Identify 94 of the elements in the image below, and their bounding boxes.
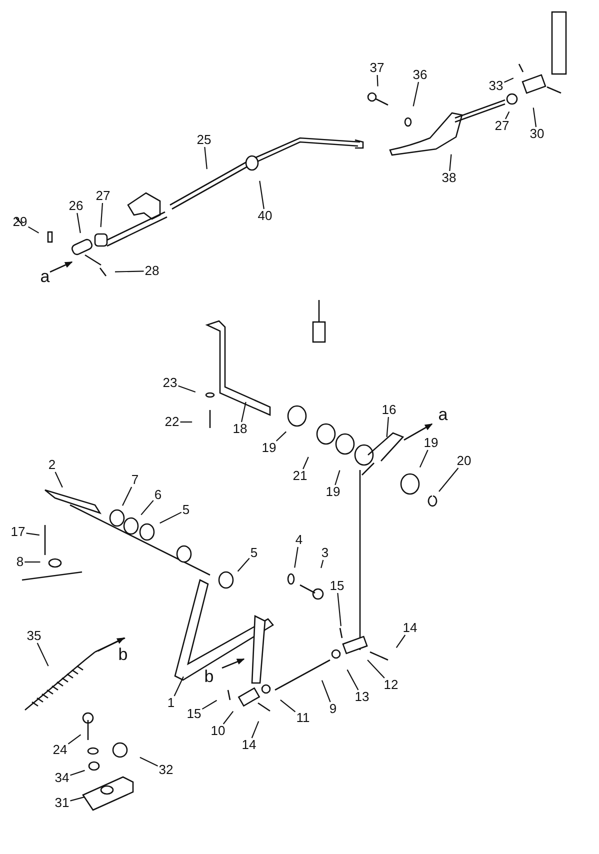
leader-line: [36, 642, 49, 666]
callout-number: 40: [256, 209, 274, 223]
leader-line: [386, 416, 389, 438]
leader-line: [376, 74, 378, 86]
leader-line: [280, 700, 296, 712]
leader-line: [367, 660, 385, 678]
callout-number: 31: [54, 796, 70, 810]
leader-line: [140, 500, 154, 516]
callout-number: 22: [164, 415, 180, 429]
leader-line: [204, 146, 208, 170]
callout-number: 11: [295, 711, 311, 725]
callout-number: 20: [456, 454, 472, 468]
callout-number: 10: [210, 724, 226, 738]
leader-line: [68, 734, 82, 744]
connection-letter: b: [118, 646, 128, 664]
callout-number: 19: [324, 485, 342, 499]
leader-line: [70, 796, 85, 802]
callout-number: 14: [402, 621, 418, 635]
leader-line: [449, 154, 452, 172]
leader-line: [174, 676, 184, 696]
leader-line: [438, 468, 459, 492]
connection-letter: a: [40, 268, 50, 286]
leader-line: [294, 546, 298, 568]
callout-number: 35: [26, 629, 42, 643]
callout-number: 1: [166, 696, 176, 710]
callout-number: 13: [354, 690, 370, 704]
leader-line: [70, 770, 85, 776]
callout-number: 23: [162, 376, 178, 390]
leader-line: [28, 226, 40, 234]
connection-letter: a: [438, 406, 448, 424]
callout-number: 15: [186, 707, 202, 721]
leader-line: [114, 270, 144, 272]
callout-number: 6: [153, 488, 163, 502]
callout-number: 5: [249, 546, 259, 560]
leader-line: [346, 669, 359, 690]
callout-number: 32: [158, 763, 174, 777]
leader-line: [100, 202, 104, 228]
callout-number: 4: [294, 533, 304, 547]
callout-number: 5: [181, 503, 191, 517]
callout-number: 27: [94, 189, 112, 203]
leader-line: [504, 78, 514, 83]
callout-number: 34: [54, 771, 70, 785]
leader-line: [321, 680, 331, 702]
callout-number: 25: [196, 133, 212, 147]
callout-number: 17: [10, 525, 26, 539]
callout-number: 37: [368, 61, 386, 75]
leader-line: [337, 592, 342, 626]
leader-line: [76, 212, 81, 234]
leader-line: [259, 180, 264, 210]
callout-number: 8: [15, 555, 25, 569]
leader-line: [54, 472, 63, 488]
leader-line: [334, 470, 340, 486]
callout-number: 38: [440, 171, 458, 185]
callout-number: 18: [232, 422, 248, 436]
callout-number: 24: [52, 743, 68, 757]
callout-number: 12: [382, 678, 400, 692]
callout-number: 27: [494, 119, 510, 133]
leader-line: [24, 561, 40, 563]
leader-line: [122, 486, 132, 506]
leader-line: [222, 711, 234, 724]
callout-number: 14: [240, 738, 258, 752]
callout-number: 36: [412, 68, 428, 82]
leader-line: [320, 560, 324, 568]
leader-line: [251, 721, 260, 738]
callout-number: 2: [47, 458, 57, 472]
callout-number: 26: [68, 199, 84, 213]
leader-line: [412, 82, 420, 106]
leader-line: [140, 756, 158, 766]
leader-line: [237, 558, 250, 572]
leader-line: [505, 111, 510, 120]
leader-line: [419, 450, 428, 468]
callout-number: 19: [260, 441, 278, 455]
callout-number: 9: [328, 702, 338, 716]
callout-number: 28: [144, 264, 160, 278]
leader-line: [202, 700, 218, 710]
callout-number: 29: [12, 215, 28, 229]
leader-line: [396, 634, 406, 648]
callout-number: 33: [488, 79, 504, 93]
callout-number: 7: [130, 473, 140, 487]
leader-line: [26, 532, 40, 536]
callout-number: 3: [320, 546, 330, 560]
callout-number: 15: [328, 579, 346, 593]
leader-line: [240, 402, 246, 422]
leader-line: [276, 431, 286, 442]
callout-number: 19: [422, 436, 440, 450]
callout-number: 30: [528, 127, 546, 141]
leader-line: [178, 385, 196, 392]
leader-line: [160, 512, 182, 524]
leader-line: [302, 456, 309, 470]
callout-number: 21: [292, 469, 308, 483]
callout-number: 16: [380, 403, 398, 417]
leader-line: [180, 421, 192, 423]
connection-letter: b: [204, 668, 214, 686]
leader-line: [532, 108, 537, 128]
